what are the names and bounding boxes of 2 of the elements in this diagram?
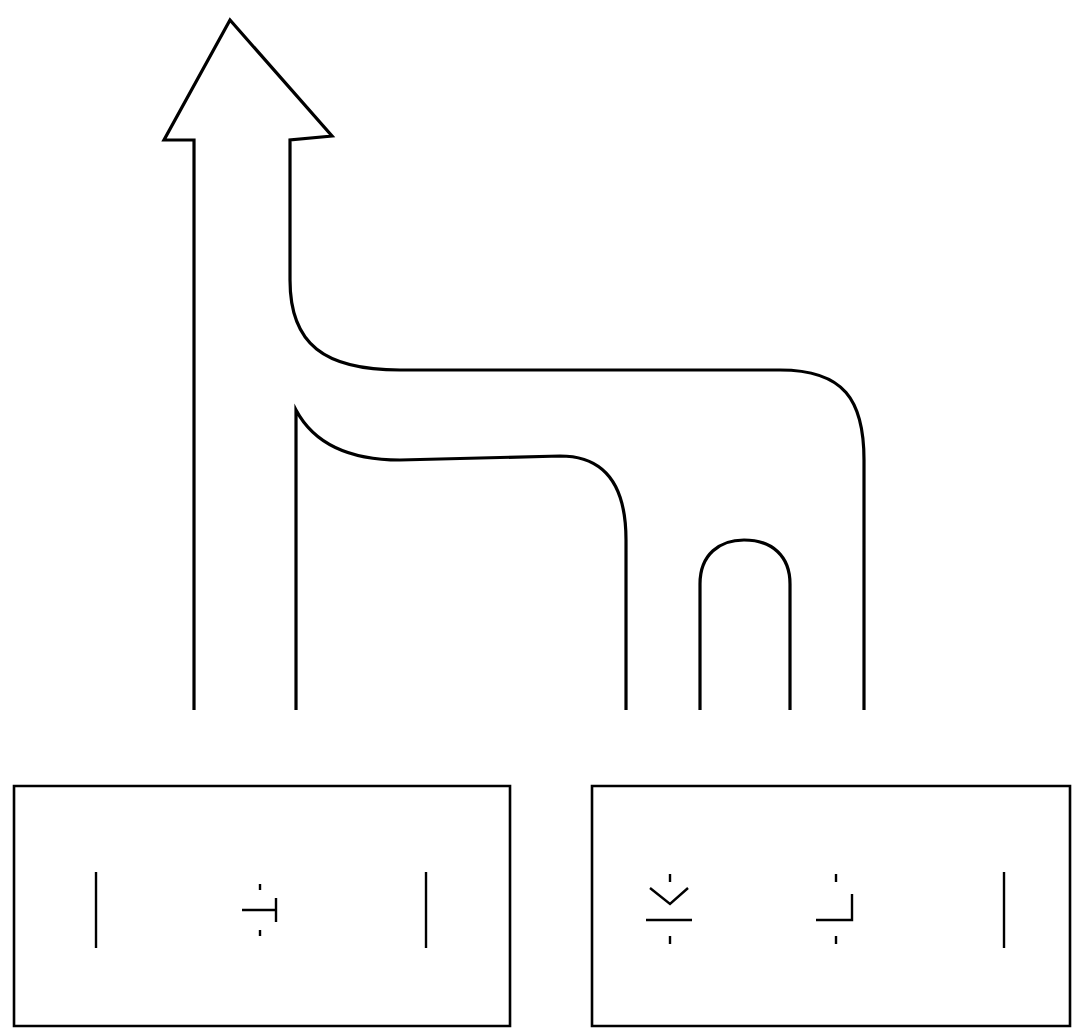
symbol-box	[590, 784, 1072, 1028]
symbol-box	[12, 784, 512, 1028]
